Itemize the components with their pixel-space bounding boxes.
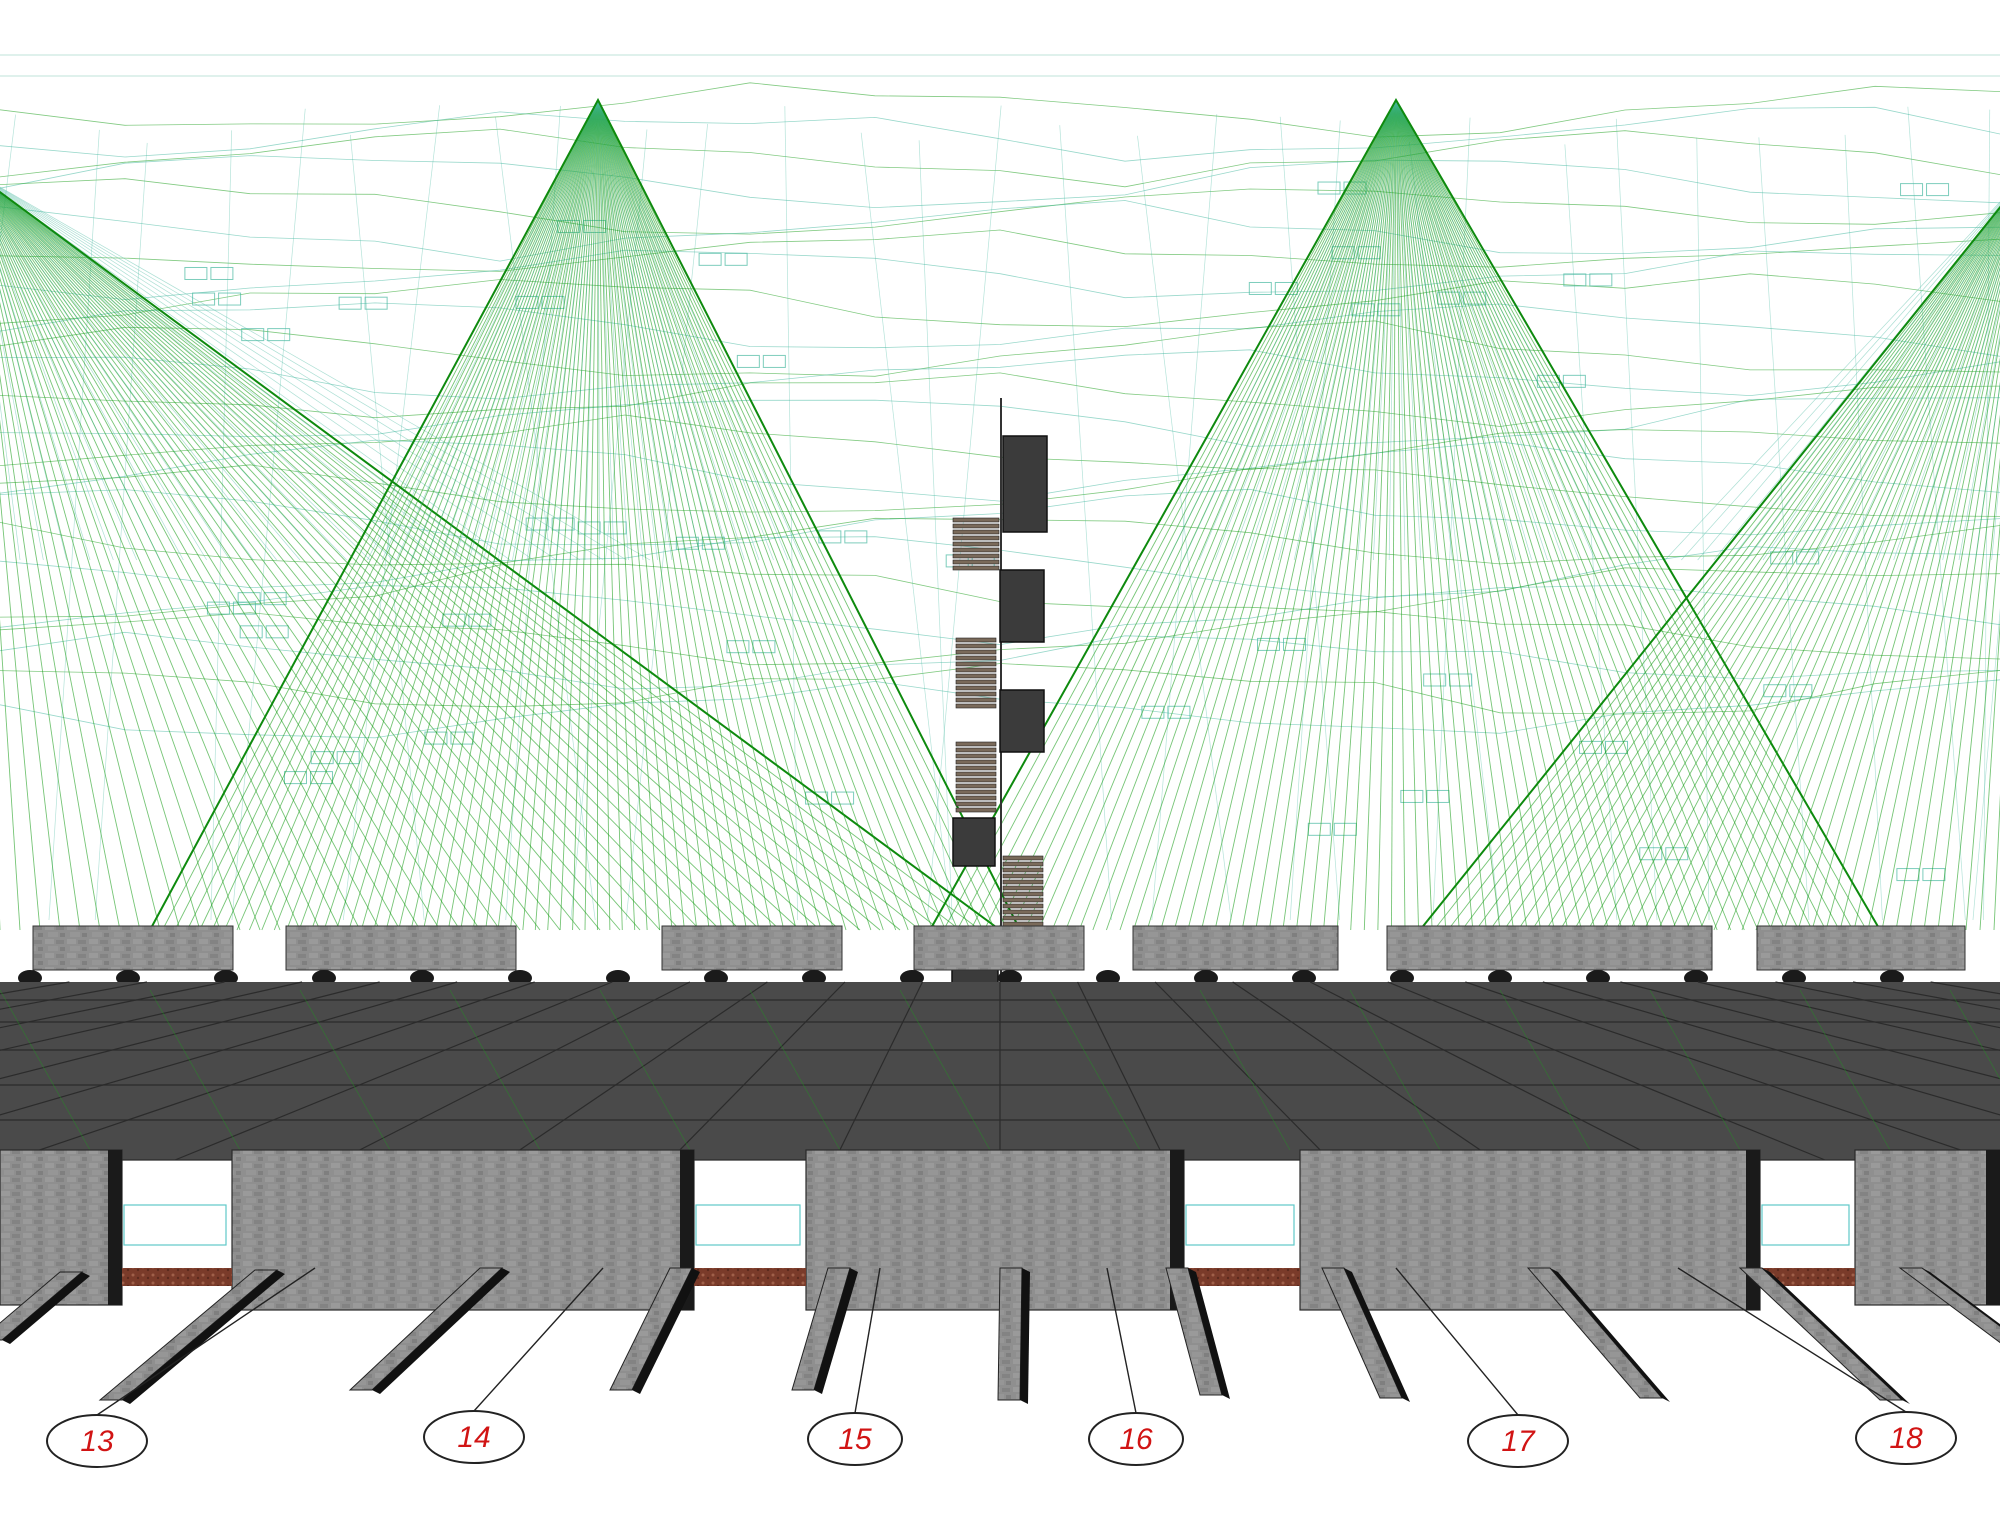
tag-ring — [1855, 1411, 1957, 1465]
wireframe-pyramid-icon — [929, 97, 1881, 931]
callout-label: 17 — [1501, 1425, 1536, 1458]
leader-line — [473, 1267, 604, 1412]
front-wall — [1299, 1149, 1761, 1311]
far-wall — [1386, 925, 1713, 971]
far-wall — [661, 925, 843, 971]
wireframe-pyramids — [0, 97, 2000, 931]
ground-beam — [1898, 1267, 2000, 1344]
far-wall — [1756, 925, 1966, 971]
callout-tag-icon: 15 — [807, 1412, 903, 1466]
tower-block — [999, 689, 1045, 753]
horizon-lines — [0, 54, 2000, 77]
far-wall — [1132, 925, 1339, 971]
callout-tags: 13 14 15 16 17 18 — [46, 1410, 1957, 1468]
callout-label: 15 — [838, 1423, 872, 1456]
tag-ring — [1088, 1412, 1184, 1466]
front-wall — [0, 1149, 123, 1306]
tag-ring — [46, 1414, 148, 1468]
far-wall — [913, 925, 1085, 971]
callout-tag-icon: 13 — [46, 1414, 148, 1468]
callout-label: 16 — [1119, 1423, 1153, 1456]
leader-line — [1106, 1267, 1137, 1414]
front-wall — [805, 1149, 1185, 1311]
wireframe-pyramid-icon — [149, 97, 1021, 931]
leader-line — [96, 1267, 316, 1416]
soil-strip — [1760, 1268, 1855, 1286]
callout-tag-icon: 17 — [1467, 1414, 1569, 1468]
glass-box — [1185, 1204, 1295, 1246]
stair-flight — [955, 637, 997, 709]
callout-tag-icon: 16 — [1088, 1412, 1184, 1466]
soil-strip — [694, 1268, 806, 1286]
tag-ring — [423, 1410, 525, 1464]
floor-slab — [0, 981, 2000, 1161]
tag-ring — [1467, 1414, 1569, 1468]
soil-strip — [122, 1268, 232, 1286]
tag-ring — [807, 1412, 903, 1466]
far-wall — [285, 925, 517, 971]
callout-label: 14 — [457, 1421, 490, 1454]
far-wall — [32, 925, 234, 971]
tower-block — [999, 569, 1045, 643]
ground-beam — [997, 1267, 1023, 1401]
wireframe-pyramid-icon — [1419, 201, 2000, 931]
glass-box — [1761, 1204, 1850, 1246]
leader-line — [1395, 1267, 1519, 1416]
callout-tag-icon: 14 — [423, 1410, 525, 1464]
callout-leaders — [96, 1267, 1907, 1416]
callout-tag-icon: 18 — [1855, 1411, 1957, 1465]
leader-line — [1677, 1267, 1907, 1413]
tower-block — [1002, 435, 1048, 533]
callout-label: 18 — [1889, 1422, 1923, 1455]
leader-line — [854, 1267, 881, 1414]
glass-box — [695, 1204, 801, 1246]
callout-label: 13 — [80, 1425, 114, 1458]
stair-flight — [952, 517, 1000, 571]
soil-strip — [1184, 1268, 1300, 1286]
wireframe-pyramid-icon — [0, 186, 1001, 931]
tower-block — [952, 817, 996, 867]
stair-flight — [955, 741, 997, 813]
glass-box — [123, 1204, 227, 1246]
ground-beams — [0, 1267, 2000, 1404]
